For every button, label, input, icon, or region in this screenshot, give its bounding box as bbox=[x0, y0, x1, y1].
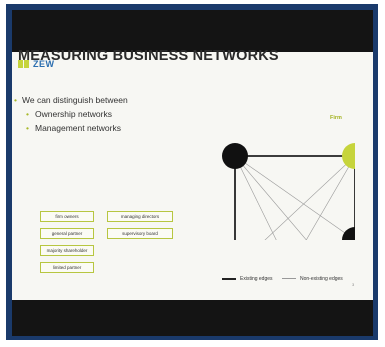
zew-logo: ZEW bbox=[18, 59, 55, 69]
box-supervisory-board: supervisory board bbox=[107, 228, 173, 239]
box-general-partner: general partner bbox=[40, 228, 94, 239]
node bbox=[222, 143, 248, 169]
bullet-management: Management networks bbox=[14, 121, 128, 135]
edge bbox=[234, 155, 277, 240]
bullet-ownership: Ownership networks bbox=[14, 107, 128, 121]
box-limited-partner: limited partner bbox=[40, 262, 94, 273]
box-firm-owners: firm owners bbox=[40, 211, 94, 222]
bullet-list: We can distinguish between Ownership net… bbox=[14, 93, 128, 135]
firm-node bbox=[342, 143, 355, 169]
legend-existing: Existing edges bbox=[222, 276, 273, 282]
legend-thick-line bbox=[222, 277, 236, 280]
node bbox=[342, 227, 355, 240]
legend-non-existing: Non-existing edges bbox=[282, 276, 343, 282]
logo-mark-icon bbox=[18, 60, 29, 68]
slide-title: MEASURING BUSINESS NETWORKS bbox=[18, 48, 279, 64]
non-existing-edges bbox=[234, 155, 355, 240]
network-diagram bbox=[222, 143, 355, 240]
video-screen: ZEW bbox=[12, 10, 373, 336]
edge bbox=[234, 155, 355, 240]
legend-existing-label: Existing edges bbox=[240, 276, 273, 282]
edge bbox=[234, 155, 307, 240]
edge bbox=[305, 155, 355, 240]
existing-edges bbox=[234, 155, 355, 240]
edge bbox=[264, 155, 355, 240]
bottom-black-bar bbox=[12, 300, 373, 336]
page-number: 3 bbox=[352, 282, 355, 287]
legend-non-existing-label: Non-existing edges bbox=[300, 276, 343, 282]
firm-label: Firm bbox=[330, 115, 342, 121]
legend-thin-line bbox=[282, 278, 296, 280]
logo-text: ZEW bbox=[33, 59, 55, 69]
top-black-bar bbox=[12, 10, 373, 52]
bullet-main: We can distinguish between bbox=[14, 93, 128, 107]
box-managing-directors: managing directors bbox=[107, 211, 173, 222]
box-majority-shareholder: majority shareholder bbox=[40, 245, 94, 256]
